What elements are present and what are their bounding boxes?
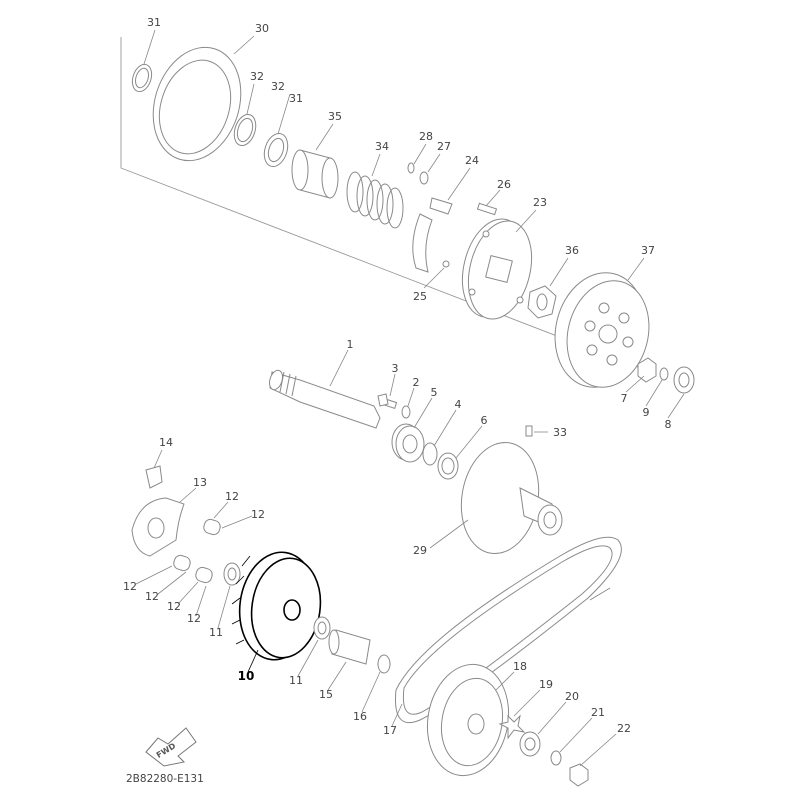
callout-17: 17 [383, 724, 397, 737]
callout-2: 2 [413, 376, 420, 389]
part-27-washer [419, 171, 429, 185]
callout-8: 8 [665, 418, 672, 431]
part-5-bearing [391, 423, 425, 463]
part-12-roller-a [203, 518, 221, 536]
part-35-collar [291, 149, 339, 199]
callout-35: 35 [328, 110, 342, 123]
part-15-sleeve [328, 629, 371, 665]
callout-26: 26 [497, 178, 511, 191]
callout-12-a: 12 [225, 490, 239, 503]
callout-24: 24 [465, 154, 479, 167]
part-6-seal [437, 452, 459, 480]
callout-16: 16 [353, 710, 367, 723]
part-2-washer [401, 405, 411, 419]
callout-9: 9 [643, 406, 650, 419]
part-11-washer-a [223, 562, 241, 586]
callout-25: 25 [413, 290, 427, 303]
part-19-star-washer [498, 714, 526, 740]
part-8-bearing [673, 366, 695, 394]
callout-19: 19 [539, 678, 553, 691]
callout-27: 27 [437, 140, 451, 153]
callout-13: 13 [193, 476, 207, 489]
part-18-movable-sheave-fan [426, 663, 510, 777]
callout-36: 36 [565, 244, 579, 257]
part-28-clip [407, 162, 415, 174]
callout-33: 33 [553, 426, 567, 439]
callout-31-second: 31 [289, 92, 303, 105]
callout-11-b: 11 [289, 674, 303, 687]
callout-14: 14 [159, 436, 173, 449]
callout-1: 1 [347, 338, 354, 351]
callout-22: 22 [617, 722, 631, 735]
callout-6: 6 [481, 414, 488, 427]
callout-31-top: 31 [147, 16, 161, 29]
part-9-washer [659, 367, 669, 381]
callout-20: 20 [565, 690, 579, 703]
part-21-washer [550, 750, 562, 766]
part-34-spring [346, 171, 404, 229]
callout-10: 10 [238, 669, 255, 683]
part-23-clutch-carrier [461, 218, 533, 320]
part-3-bolt [377, 393, 398, 409]
part-12-roller-c [195, 566, 213, 584]
part-20-washer [519, 731, 541, 757]
part-17-v-belt [395, 536, 622, 724]
part-26-spring [476, 202, 498, 216]
callout-12-f: 12 [187, 612, 201, 625]
part-33-pin [525, 425, 533, 437]
part-22-nut [569, 763, 589, 787]
diagram-code: 2B82280-E131 [126, 773, 204, 785]
part-31-ring-top [131, 63, 153, 93]
callout-32-top: 32 [250, 70, 264, 83]
part-30-clutch-plate [152, 46, 242, 162]
callout-12-d: 12 [145, 590, 159, 603]
part-10-primary-sheave [231, 551, 322, 661]
part-16-washer [377, 654, 391, 674]
part-12-roller-b [173, 554, 191, 572]
callout-21: 21 [591, 706, 605, 719]
part-13-cam-plate [131, 497, 185, 557]
part-24-clutch-shoe [412, 197, 453, 273]
callout-4: 4 [455, 398, 462, 411]
part-7-nut [637, 357, 657, 383]
callout-7: 7 [621, 392, 628, 405]
part-1-shaft [269, 369, 381, 429]
part-37-clutch-housing [554, 272, 650, 388]
callout-12-b: 12 [251, 508, 265, 521]
callout-23: 23 [533, 196, 547, 209]
part-11-washer-b [313, 616, 331, 640]
part-31-ring-second [263, 132, 289, 168]
callout-5: 5 [431, 386, 438, 399]
fwd-arrow-badge: FWD [145, 727, 197, 767]
callout-29: 29 [413, 544, 427, 557]
callout-18: 18 [513, 660, 527, 673]
part-callouts: 31 30 32 32 31 35 34 28 27 24 26 23 25 3… [123, 16, 672, 737]
part-36-nut [527, 285, 557, 319]
leader-lines [135, 29, 685, 767]
part-4-circlip [422, 442, 438, 466]
callout-34: 34 [375, 140, 389, 153]
callout-11-a: 11 [209, 626, 223, 639]
callout-15: 15 [319, 688, 333, 701]
callout-28: 28 [419, 130, 433, 143]
callout-32-second: 32 [271, 80, 285, 93]
part-32-ring [233, 113, 257, 147]
callout-37: 37 [641, 244, 655, 257]
callout-12-e: 12 [167, 600, 181, 613]
callout-30: 30 [255, 22, 269, 35]
part-14-retainer-clip [145, 465, 163, 489]
callout-3: 3 [392, 362, 399, 375]
part-25-pin [442, 260, 450, 268]
callout-12-c: 12 [123, 580, 137, 593]
part-29-secondary-sheave [460, 441, 563, 555]
